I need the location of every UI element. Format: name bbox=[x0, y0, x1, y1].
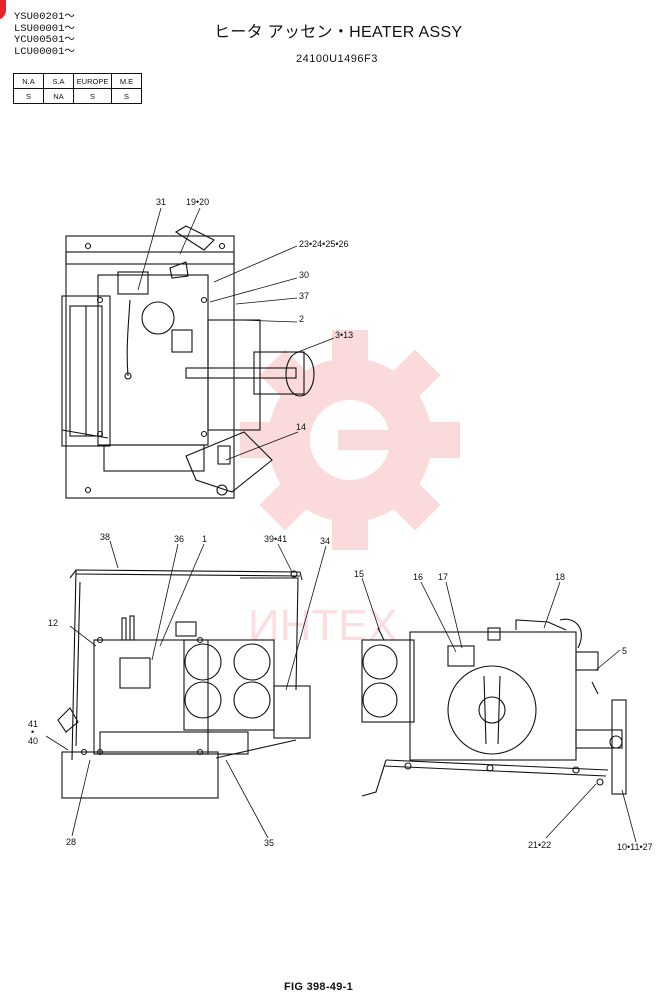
heater-top-view bbox=[61, 225, 315, 499]
corner-tab bbox=[0, 0, 6, 20]
callout-31: 31 bbox=[156, 197, 166, 207]
callout-30: 30 bbox=[299, 270, 309, 280]
callout-41: 41 bbox=[28, 719, 38, 729]
callout-16: 16 bbox=[413, 572, 423, 582]
callout-39-41: 39•41 bbox=[264, 534, 287, 544]
serial-list: YSU00201～ LSU00001～ YCU00501～ LCU00001～ bbox=[14, 11, 75, 58]
callout-36: 36 bbox=[174, 534, 184, 544]
callout-17: 17 bbox=[438, 572, 448, 582]
heater-side-view-right bbox=[361, 618, 627, 797]
leader-lines-right bbox=[361, 577, 637, 843]
callout-14: 14 bbox=[296, 422, 306, 432]
callout-37: 37 bbox=[299, 291, 309, 301]
callout-dot: • bbox=[31, 727, 34, 737]
serial-2: LSU00001～ bbox=[14, 22, 75, 35]
callout-3-13: 3•13 bbox=[335, 330, 353, 340]
market-value: NA bbox=[43, 88, 74, 104]
serial-4: LCU00001～ bbox=[14, 45, 75, 58]
serial-1: YSU00201～ bbox=[14, 11, 75, 23]
callout-12: 12 bbox=[48, 618, 58, 628]
callout-10-27: 10•11•27 bbox=[617, 842, 653, 852]
leader-lines-left bbox=[45, 540, 327, 839]
callout-21-22: 21•22 bbox=[528, 840, 551, 850]
callout-19-20: 19•20 bbox=[186, 197, 209, 207]
callout-40: 40 bbox=[28, 736, 38, 746]
callout-1: 1 bbox=[202, 534, 207, 544]
market-table: N.A S.A EUROPE M.E S NA S S bbox=[13, 73, 142, 104]
callout-15: 15 bbox=[354, 569, 364, 579]
serial-3: YCU00501～ bbox=[14, 34, 75, 46]
callout-38: 38 bbox=[100, 532, 110, 542]
figure-number: FIG 398-49-1 bbox=[284, 981, 354, 993]
watermark-text: ИНТЕХ bbox=[248, 601, 397, 650]
callout-23-26: 23•24•25•26 bbox=[299, 239, 349, 249]
watermark-gear-icon bbox=[240, 330, 460, 550]
page-title: ヒータ アッセン・HEATER ASSY bbox=[214, 24, 463, 41]
heater-side-view-left bbox=[57, 569, 311, 799]
callout-35: 35 bbox=[264, 838, 274, 848]
market-value: S bbox=[111, 88, 142, 104]
part-number: 24100U1496F3 bbox=[296, 53, 378, 65]
leader-lines-top bbox=[137, 207, 335, 461]
callout-2: 2 bbox=[299, 314, 304, 324]
market-value: S bbox=[73, 88, 112, 104]
callout-5: 5 bbox=[622, 646, 627, 656]
callout-28: 28 bbox=[66, 837, 76, 847]
callout-34: 34 bbox=[320, 536, 330, 546]
callout-18: 18 bbox=[555, 572, 565, 582]
callout-labels: 31 19•20 23•24•25•26 30 37 2 3•13 14 38 … bbox=[28, 197, 653, 852]
